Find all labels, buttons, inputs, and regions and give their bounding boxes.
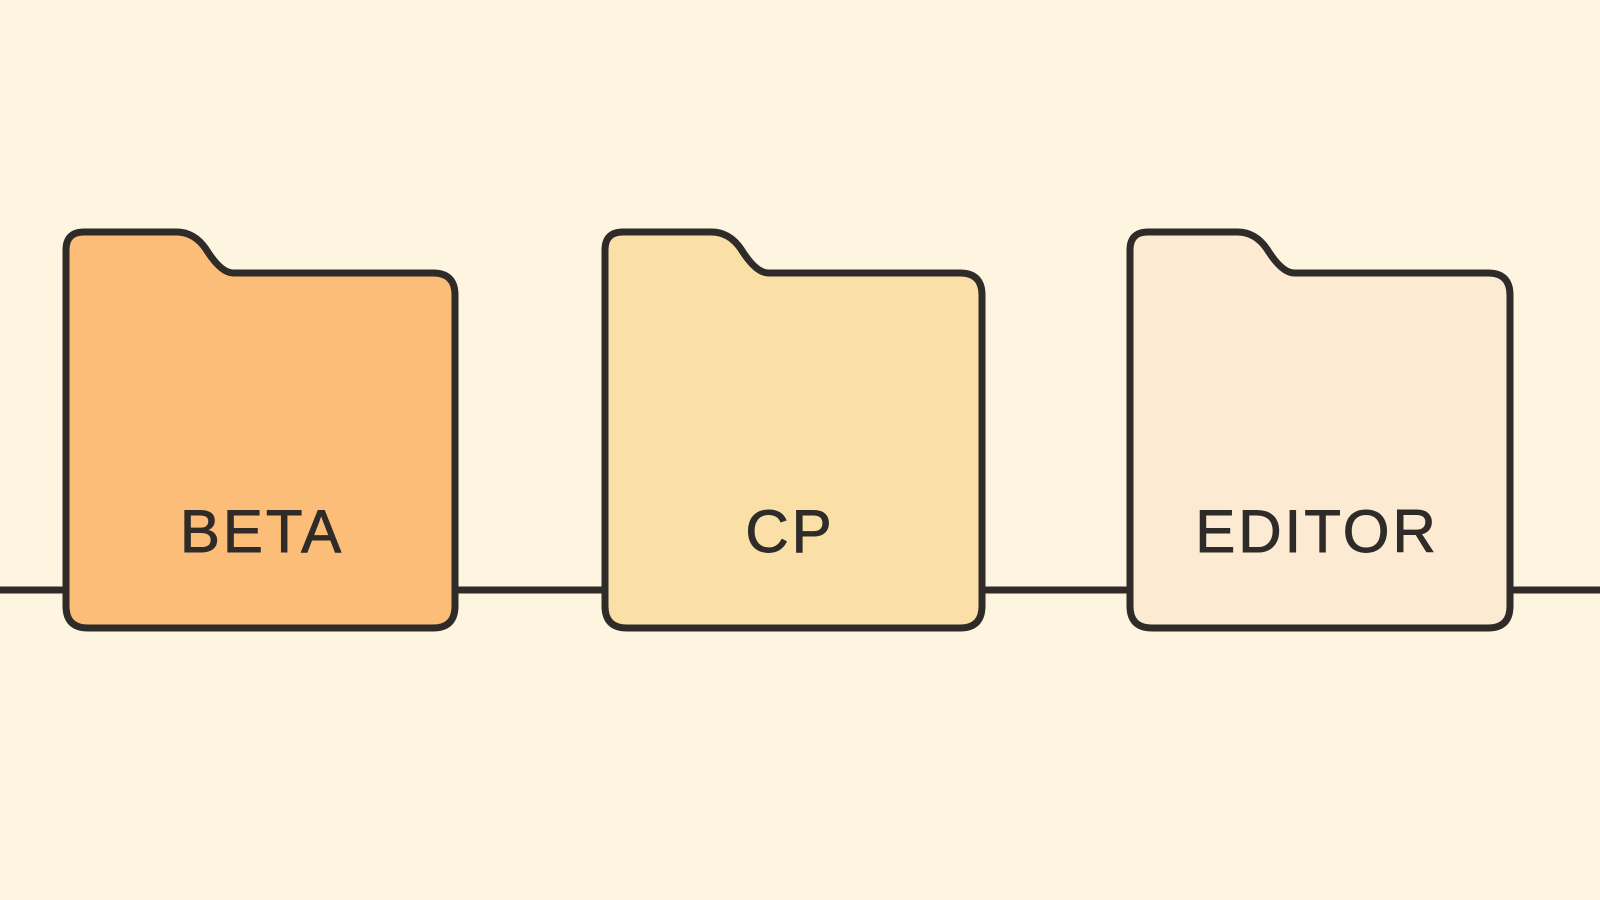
folder-beta[interactable]: BETA bbox=[62, 228, 459, 632]
folder-editor[interactable]: EDITOR bbox=[1126, 228, 1514, 632]
folder-label: BETA bbox=[180, 498, 344, 565]
folder-label: CP bbox=[745, 498, 834, 565]
folder-shape[interactable] bbox=[62, 228, 459, 632]
folder-cp[interactable]: CP bbox=[601, 228, 986, 632]
folder-label: EDITOR bbox=[1195, 498, 1439, 565]
folder-shape[interactable] bbox=[601, 228, 986, 632]
folders-layer: BETA CP EDITOR bbox=[62, 228, 1514, 632]
folder-shape[interactable] bbox=[1126, 228, 1514, 632]
